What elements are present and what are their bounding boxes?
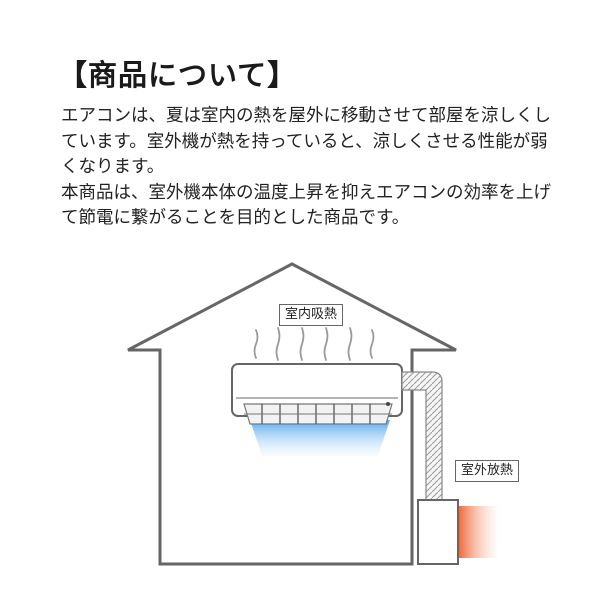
indoor-absorb-label: 室内吸熱: [279, 304, 344, 326]
refrigerant-pipe-icon: [401, 371, 443, 501]
cool-air: [250, 420, 390, 456]
description-paragraph-2: 本商品は、室外機本体の温度上昇を抑えエアコンの効率を上げて節電に繋がることを目的…: [61, 182, 551, 229]
description: エアコンは、夏は室内の熱を屋外に移動させて部屋を涼しくしています。室外機が熱を持…: [61, 104, 561, 232]
house-outline: [127, 262, 457, 566]
outdoor-release-label: 室外放熱: [455, 460, 520, 482]
outdoor-unit-icon: [417, 499, 459, 565]
hot-air: [459, 506, 497, 558]
description-paragraph-1: エアコンは、夏は室内の熱を屋外に移動させて部屋を涼しくしています。室外機が熱を持…: [61, 106, 551, 177]
heat-waves-icon: [253, 327, 375, 361]
page-title: 【商品について】: [58, 58, 298, 92]
air-conditioner-icon: [231, 363, 403, 425]
